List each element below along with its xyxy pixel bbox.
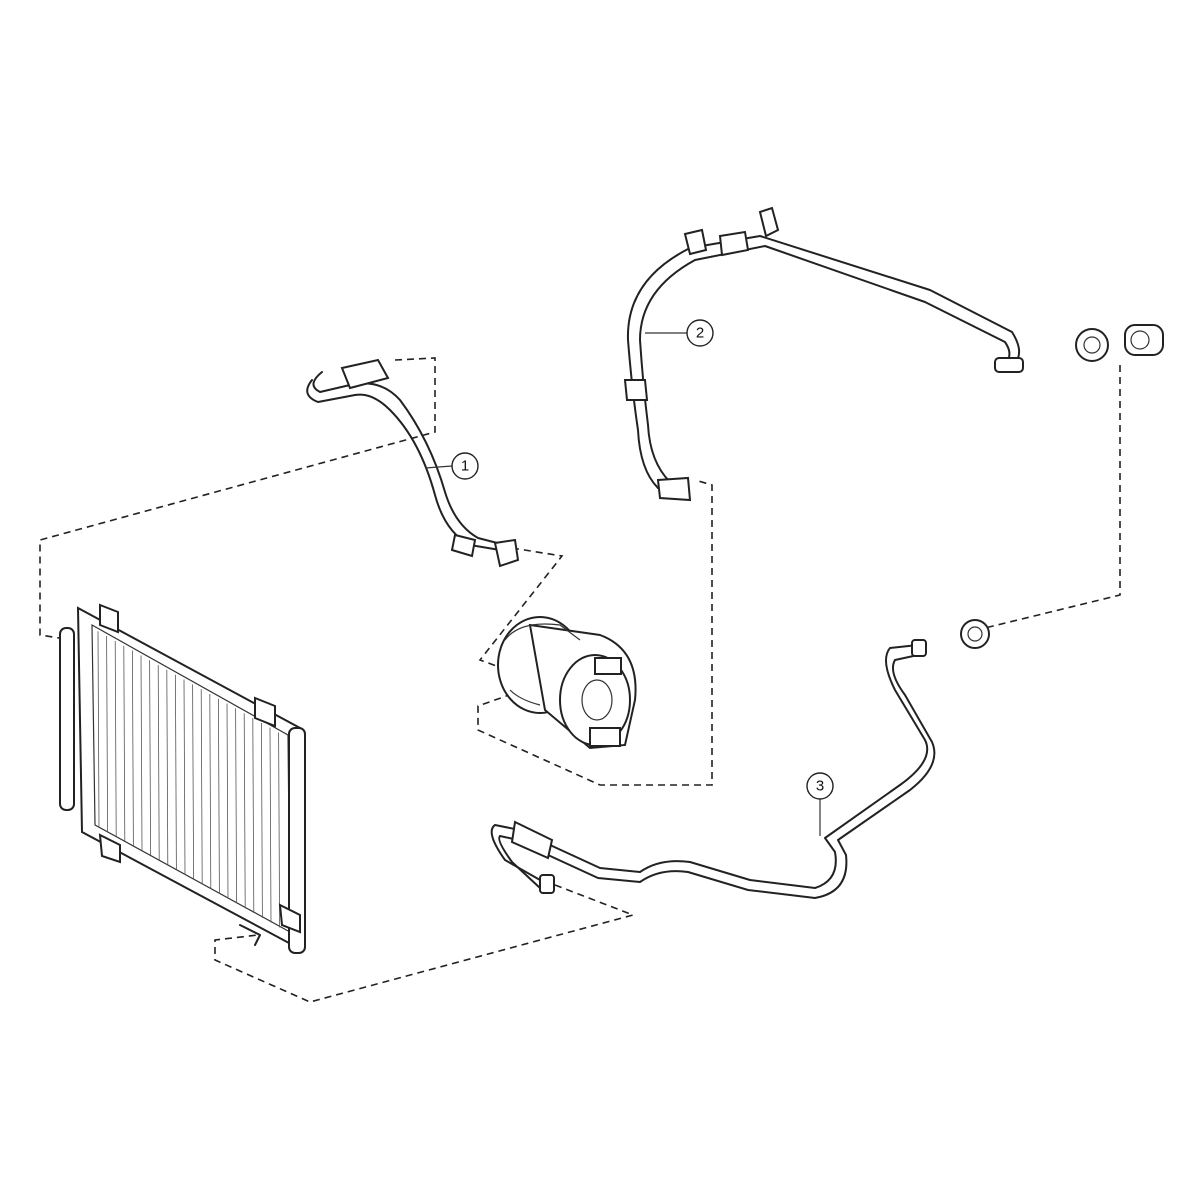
condenser-fin — [131, 650, 134, 846]
condenser-fin — [243, 713, 246, 909]
condenser-fin — [209, 693, 212, 889]
discharge-hose-1 — [306, 358, 520, 568]
callout-3: 3 — [806, 772, 834, 836]
condenser — [59, 603, 306, 954]
condenser-fin — [114, 640, 117, 836]
condenser-fin — [260, 722, 263, 918]
condenser-fin — [140, 655, 143, 851]
condenser-fin — [123, 645, 126, 841]
condenser-fin — [226, 703, 229, 899]
liquid-pipe-3 — [490, 639, 936, 899]
condenser-fin — [166, 669, 169, 865]
condenser-fin — [217, 698, 220, 894]
condenser-fin — [183, 679, 186, 875]
condenser-fin — [278, 732, 281, 928]
suction-hose-2 — [623, 206, 1024, 502]
condenser-fin — [269, 727, 272, 923]
compressor — [497, 616, 637, 750]
condenser-fin — [157, 665, 160, 861]
condenser-fin — [235, 708, 238, 904]
condenser-fin — [200, 689, 203, 885]
condenser-fin — [252, 718, 255, 914]
assembly-guide-lines — [39, 357, 1121, 1003]
condenser-fin — [106, 636, 108, 832]
condenser-fin — [97, 631, 100, 827]
callout-label-1: 1 — [461, 458, 469, 475]
callout-label-3: 3 — [816, 778, 824, 795]
callout-1: 1 — [424, 452, 479, 480]
condenser-fin — [149, 660, 152, 856]
callout-2: 2 — [645, 319, 714, 347]
callout-label-2: 2 — [696, 325, 704, 342]
fittings — [960, 324, 1164, 649]
condenser-fin — [174, 674, 177, 870]
condenser-fin — [192, 684, 195, 880]
